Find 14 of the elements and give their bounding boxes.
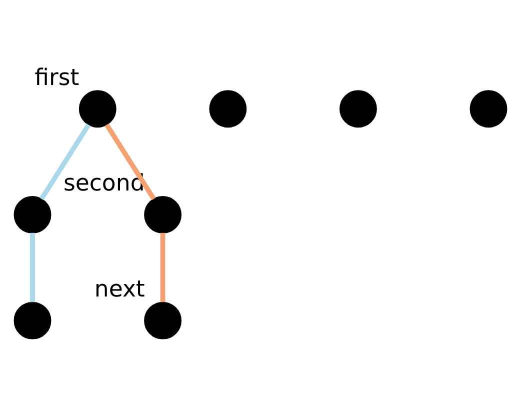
node-circle xyxy=(144,302,182,340)
connector xyxy=(104,123,156,200)
node-circle xyxy=(78,90,116,128)
connector xyxy=(30,232,35,302)
node-circle xyxy=(209,90,247,128)
connector xyxy=(160,232,166,302)
node-label: first xyxy=(34,64,80,91)
node-circle xyxy=(339,90,377,128)
connector xyxy=(39,123,91,200)
node-circle xyxy=(14,302,52,340)
node-circle xyxy=(470,90,508,128)
node-label: next xyxy=(94,276,145,302)
node-circle xyxy=(144,196,182,234)
node-circle xyxy=(14,196,52,234)
